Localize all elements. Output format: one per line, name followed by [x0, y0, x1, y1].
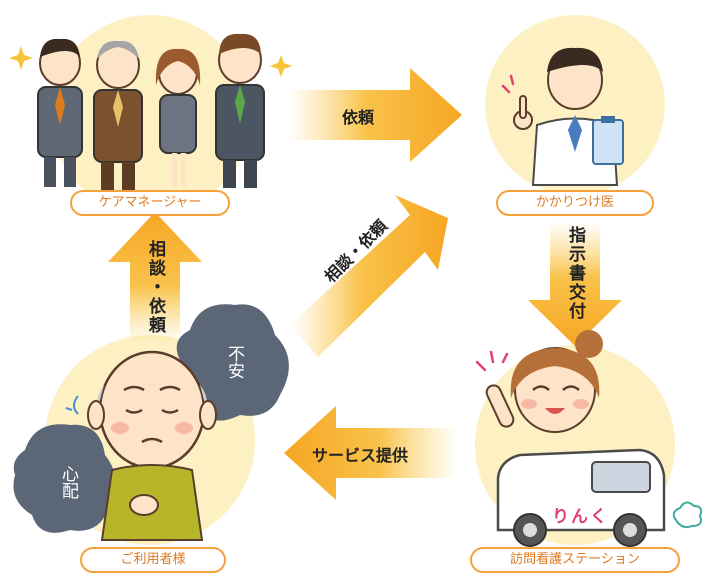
van-illustration — [496, 448, 666, 547]
anxiety-cloud — [176, 304, 289, 421]
user-label: ご利用者様 — [80, 547, 226, 573]
nurse-illustration — [475, 330, 603, 433]
request-arrow — [288, 68, 462, 162]
anxiety-text: 不安 — [224, 345, 244, 379]
van-logo: りんく — [552, 507, 609, 527]
care-manager-illustration — [37, 33, 265, 190]
service-arrow — [284, 406, 458, 500]
service-arrow-label: サービス提供 — [312, 446, 409, 465]
nursing-station-label: 訪問看護ステーション — [470, 547, 680, 573]
worry-cloud — [13, 424, 116, 533]
instruction-label: 指示書交付 — [565, 226, 585, 321]
consult-vertical-label: 相談・依頼 — [145, 240, 165, 335]
sparkle-icon — [9, 46, 33, 70]
request-arrow-label: 依頼 — [342, 108, 375, 127]
worry-text: 心配 — [58, 465, 78, 499]
consult-diagonal-arrow — [290, 195, 448, 357]
sweat-icon — [65, 395, 79, 415]
exhaust-cloud-icon — [672, 501, 703, 529]
doctor-illustration — [501, 47, 624, 186]
care-manager-label: ケアマネージャー — [70, 190, 230, 216]
doctor-label: かかりつけ医 — [496, 190, 654, 216]
sparkle-icon — [270, 55, 292, 77]
instruction-down-arrow — [528, 222, 622, 346]
user-illustration — [87, 350, 217, 541]
consult-up-arrow — [108, 212, 202, 345]
